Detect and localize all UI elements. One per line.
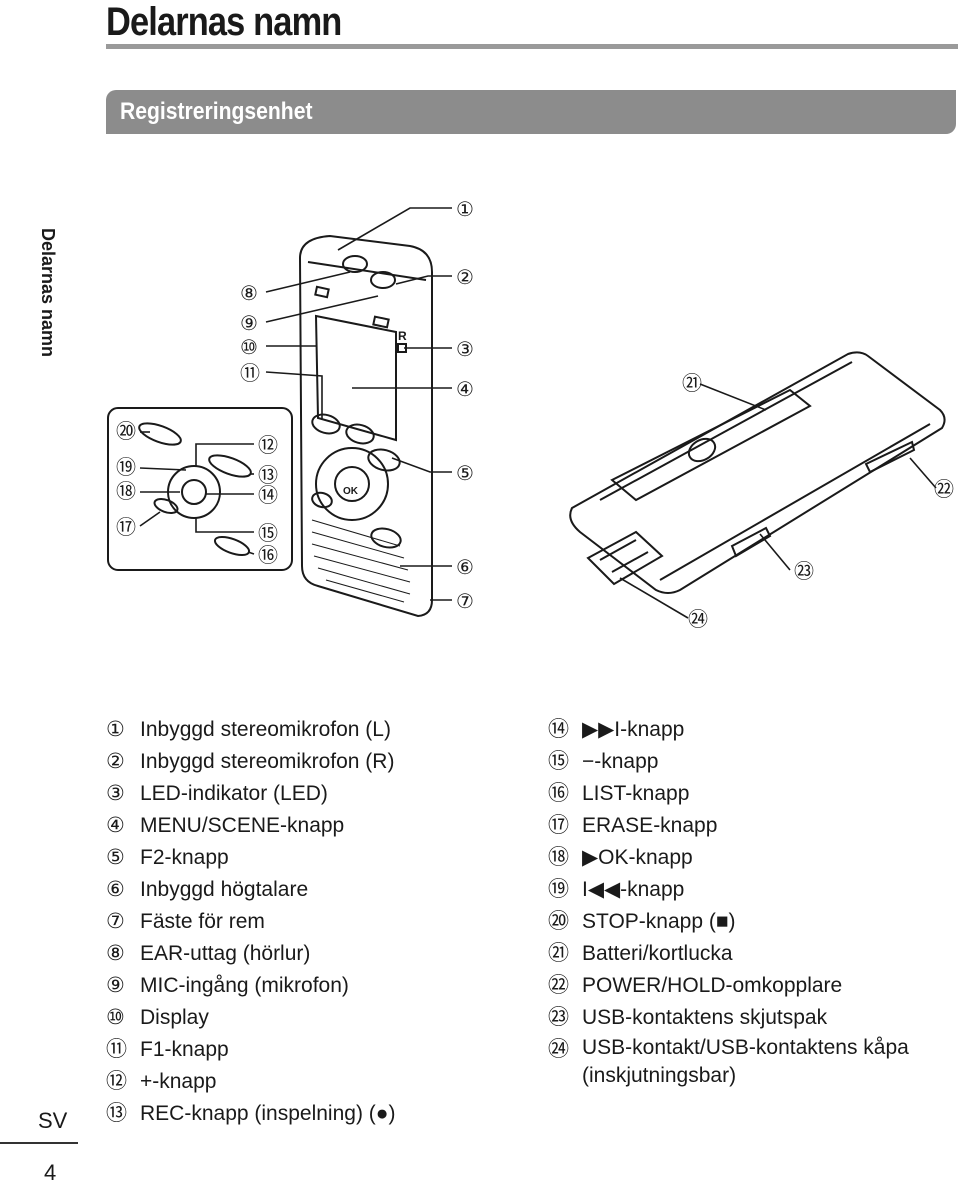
usb-slide xyxy=(730,526,772,558)
callout-9: ⑨ xyxy=(240,313,258,335)
language-rule xyxy=(0,1142,78,1144)
callout-6: ⑥ xyxy=(456,557,474,579)
f1-button xyxy=(311,413,341,435)
ear-jack xyxy=(314,285,330,299)
callout-4: ④ xyxy=(456,379,474,401)
callout-13: ⑬ xyxy=(258,464,278,487)
dpad-ring xyxy=(315,447,389,521)
callout-16: ⑯ xyxy=(258,544,278,567)
callout-19: ⑲ xyxy=(116,456,136,479)
list-button xyxy=(370,527,402,549)
page-title: Delarnas namn xyxy=(106,0,342,44)
device-diagram: R OK ① ② ③ ④ ⑤ ⑥ ⑦ ⑧ ⑨ ⑩ ⑪ ⑫ ⑬ ⑭ ⑮ ⑯ ⑰ ⑱… xyxy=(107,199,954,631)
mic-right xyxy=(370,271,396,289)
callout-2: ② xyxy=(456,267,474,289)
callout-3: ③ xyxy=(456,339,474,361)
callout-17: ⑰ xyxy=(116,516,136,539)
menu-button xyxy=(345,423,375,445)
callout-5: ⑤ xyxy=(456,463,474,485)
legend-item: ⑱▶OK-knapp xyxy=(548,846,693,869)
mic-jack xyxy=(372,315,390,329)
callout-11: ⑪ xyxy=(240,362,260,385)
callout-15: ⑮ xyxy=(258,522,278,545)
callout-1: ① xyxy=(456,199,474,221)
f2-button xyxy=(367,448,401,472)
callout-21: ㉑ xyxy=(682,372,702,395)
r-mark: R xyxy=(398,329,407,343)
legend-item: ⑫+-knapp xyxy=(106,1070,217,1093)
section-header: Registreringsenhet xyxy=(106,90,956,134)
power-switch xyxy=(864,440,916,474)
callout-18: ⑱ xyxy=(116,480,136,503)
ok-mark: OK xyxy=(343,486,359,497)
battery-cover xyxy=(610,388,812,502)
language-label: SV xyxy=(38,1108,68,1133)
usb-plug xyxy=(586,530,664,586)
callout-8: ⑧ xyxy=(240,283,258,305)
legend-item: ⑭▶▶I-knapp xyxy=(548,718,685,741)
callout-23: ㉓ xyxy=(794,560,814,583)
page-number: 4 xyxy=(44,1160,57,1185)
display xyxy=(314,314,397,442)
title-rule xyxy=(106,44,958,49)
callout-7: ⑦ xyxy=(456,591,474,613)
mic-left xyxy=(342,255,368,273)
legend-item: ⑮−-knapp xyxy=(548,750,659,773)
callout-14: ⑭ xyxy=(258,484,278,507)
callout-12: ⑫ xyxy=(258,434,278,457)
speaker-grille xyxy=(311,519,411,603)
zoom-inset xyxy=(107,407,293,571)
callout-22: ㉒ xyxy=(934,478,954,501)
section-header-label: Registreringsenhet xyxy=(120,98,313,125)
ok-button xyxy=(334,466,370,502)
left-button xyxy=(311,491,333,509)
recorder-back xyxy=(569,351,946,594)
callout-20: ⑳ xyxy=(116,420,136,443)
callout-10: ⑩ xyxy=(240,337,258,359)
callout-24: ㉔ xyxy=(688,608,708,631)
